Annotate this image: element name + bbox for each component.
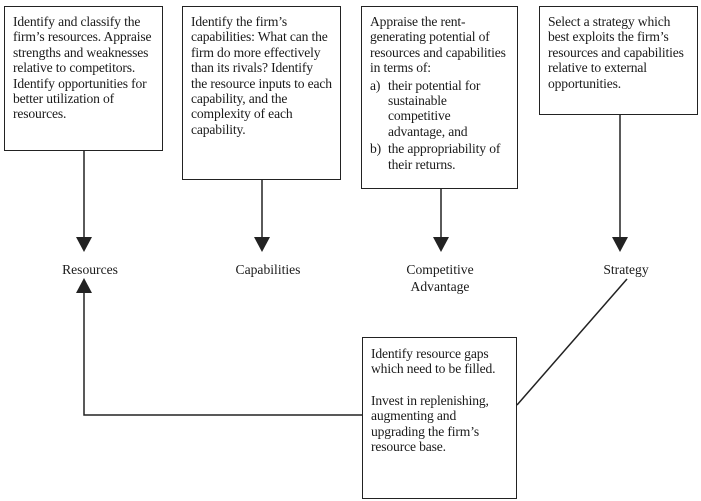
appraise-criteria-list: a) their potential for sustainable compe… xyxy=(370,78,509,172)
appraise-rent-potential-box: Appraise the rent-generating potential o… xyxy=(361,6,518,189)
appraise-criterion-a: a) their potential for sustainable compe… xyxy=(370,78,509,140)
resource-gaps-text: Identify resource gaps which need to be … xyxy=(371,346,496,377)
resource-gaps-box: Identify resource gaps which need to be … xyxy=(362,337,517,499)
arrowhead-capabilities xyxy=(254,237,270,252)
appraise-criterion-b: b) the appropriability of their returns. xyxy=(370,141,509,172)
node-strategy-label: Strategy xyxy=(603,262,649,277)
criterion-a-text: their potential for sustainable competit… xyxy=(388,77,481,139)
arrowhead-feedback-resources xyxy=(76,278,92,293)
node-resources-label: Resources xyxy=(62,262,118,277)
identify-capabilities-text: Identify the firm’s capabilities: What c… xyxy=(191,14,332,137)
criterion-b-text: the appropriability of their returns. xyxy=(388,141,501,172)
node-competitive-advantage-label: Competitive Advantage xyxy=(406,262,474,294)
criterion-b-marker: b) xyxy=(370,141,382,157)
strategy-to-gaps-line xyxy=(516,278,628,406)
select-strategy-box: Select a strategy which best exploits th… xyxy=(539,6,698,115)
arrowhead-strategy xyxy=(612,237,628,252)
arrowhead-resources xyxy=(76,237,92,252)
resource-investment-text: Invest in replenishing, augmenting and u… xyxy=(371,392,489,455)
node-capabilities-label: Capabilities xyxy=(235,262,301,277)
select-strategy-text: Select a strategy which best exploits th… xyxy=(548,14,684,91)
arrowhead-competitive xyxy=(433,237,449,252)
appraise-rent-potential-intro: Appraise the rent-generating potential o… xyxy=(370,14,506,76)
identify-resources-box: Identify and classify the firm’s resourc… xyxy=(4,6,163,151)
identify-capabilities-box: Identify the firm’s capabilities: What c… xyxy=(182,6,341,180)
identify-resources-text: Identify and classify the firm’s resourc… xyxy=(13,14,152,122)
criterion-a-marker: a) xyxy=(370,77,381,93)
feedback-loop-line xyxy=(83,292,362,416)
